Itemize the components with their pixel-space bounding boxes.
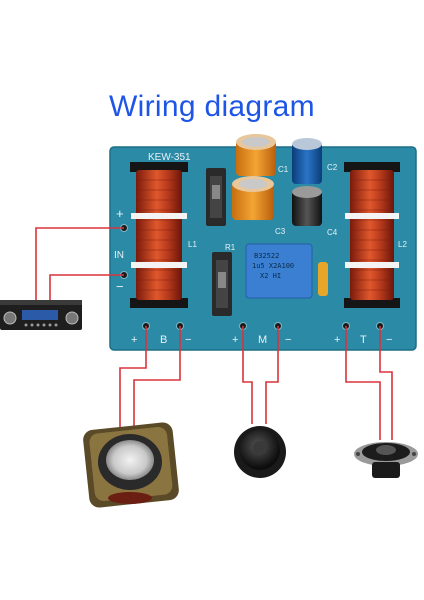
film-cap-marking-3: X2 HI — [260, 272, 281, 280]
label-r1: R1 — [225, 243, 236, 252]
amplifier-icon — [0, 300, 82, 330]
label-c1: C1 — [278, 165, 289, 174]
bass-label: B — [160, 334, 167, 346]
film-cap-marking-1: B32522 — [254, 252, 279, 260]
electrolytic-capacitor-c4 — [292, 186, 322, 226]
board-code-label: KEW-351 — [148, 152, 191, 163]
label-l2: L2 — [398, 240, 407, 249]
inductor-l1 — [130, 162, 188, 308]
label-c4: C4 — [327, 228, 338, 237]
small-yellow-capacitor — [318, 262, 328, 296]
mid-plus-label: + — [232, 334, 238, 346]
mid-minus-label: − — [285, 334, 291, 346]
inductor-l2 — [344, 162, 400, 308]
label-c2: C2 — [327, 163, 338, 172]
input-minus-label: − — [116, 279, 124, 294]
film-cap-marking-2: 1u5 X2A100 — [252, 262, 294, 270]
input-in-label: IN — [114, 250, 124, 261]
bass-minus-label: − — [185, 334, 191, 346]
label-l1: L1 — [188, 240, 197, 249]
mid-label: M — [258, 334, 267, 346]
input-plus-label: + — [116, 206, 124, 221]
tweeter-plus-label: + — [334, 334, 340, 346]
tweeter-label: T — [360, 334, 367, 346]
electrolytic-capacitor-c2 — [292, 138, 322, 184]
output-wires — [119, 326, 393, 440]
woofer-speaker-icon — [83, 422, 179, 508]
resistor-block-lower — [212, 252, 232, 316]
label-c3: C3 — [275, 227, 286, 236]
resistor-block-upper — [206, 168, 226, 226]
diagram-title: Wiring diagram — [109, 90, 315, 123]
film-capacitor: B32522 1u5 X2A100 X2 HI — [245, 243, 313, 299]
tweeter-speaker-icon — [354, 442, 418, 478]
electrolytic-capacitor-c3 — [232, 176, 274, 220]
electrolytic-capacitor-c1 — [236, 134, 276, 176]
input-wires — [35, 227, 124, 302]
bass-plus-label: + — [131, 334, 137, 346]
tweeter-minus-label: − — [386, 334, 392, 346]
midrange-speaker-icon — [234, 426, 286, 478]
